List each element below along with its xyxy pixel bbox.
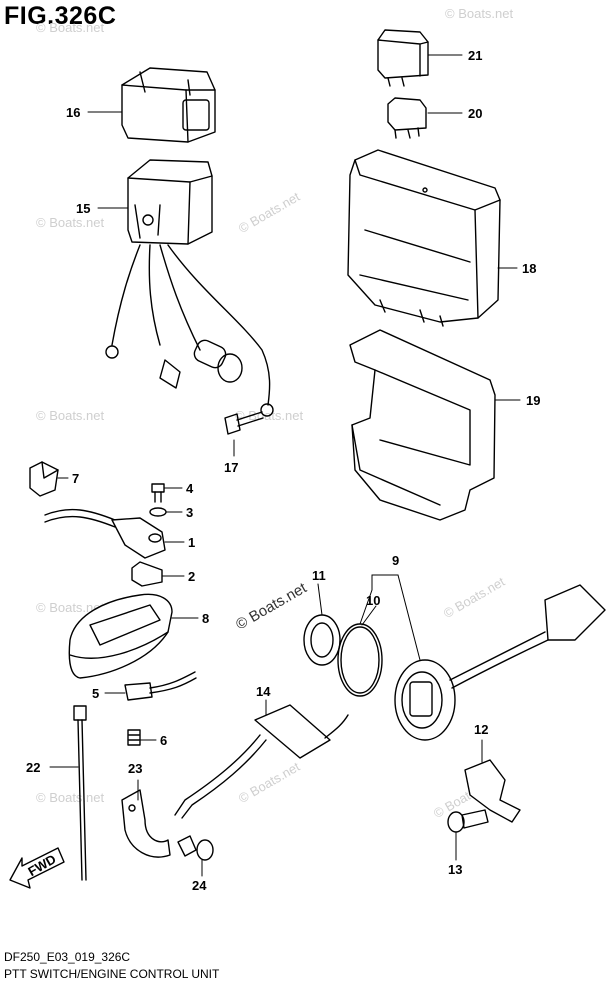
callout-20: 20	[468, 106, 482, 121]
part-15-module-harness	[105, 159, 274, 417]
part-21-relay	[377, 29, 429, 87]
part-7-clip	[29, 461, 59, 497]
callout-5: 5	[92, 686, 99, 701]
callout-7: 7	[72, 471, 79, 486]
part-19-holder	[349, 329, 496, 521]
callout-6: 6	[160, 733, 167, 748]
part-17-bolt	[224, 411, 264, 435]
callout-12: 12	[474, 722, 488, 737]
callout-21: 21	[468, 48, 482, 63]
callout-15: 15	[76, 201, 90, 216]
part-3-washer	[149, 507, 167, 517]
callout-23: 23	[128, 761, 142, 776]
callout-16: 16	[66, 105, 80, 120]
callout-17: 17	[224, 460, 238, 475]
part-9-ptt-switch	[394, 584, 606, 741]
part-4-screw	[151, 483, 165, 503]
callout-3: 3	[186, 505, 193, 520]
callout-13: 13	[448, 862, 462, 877]
part-6-screw	[127, 729, 141, 746]
callout-1: 1	[188, 535, 195, 550]
callout-11: 11	[312, 568, 326, 583]
callout-2: 2	[188, 569, 195, 584]
part-13-screw	[447, 809, 489, 833]
callout-22: 22	[26, 760, 40, 775]
fwd-arrow	[9, 847, 65, 889]
part-5-switch	[124, 671, 197, 701]
part-14-harness	[174, 704, 349, 819]
callout-18: 18	[522, 261, 536, 276]
figure-description: PTT SWITCH/ENGINE CONTROL UNIT	[4, 967, 220, 981]
callout-24: 24	[192, 878, 207, 893]
callout-19: 19	[526, 393, 540, 408]
leader-lines	[49, 54, 521, 877]
figure-title: FIG.326C	[4, 2, 117, 30]
part-1-sensor	[44, 508, 166, 559]
callout-4: 4	[186, 481, 194, 496]
callout-labels: 16 15 21 20 18 19 17 7 4 3 1 2 8 5 6 22 …	[25, 48, 540, 893]
part-22-tie	[73, 705, 87, 881]
part-20-relay	[387, 97, 427, 139]
part-8-housing	[68, 593, 173, 679]
part-12-clamp	[464, 759, 521, 823]
part-23-clamp	[121, 789, 171, 858]
part-16-cover	[121, 67, 216, 143]
part-24-screw	[177, 835, 214, 861]
callout-10: 10	[366, 593, 380, 608]
callout-9: 9	[392, 553, 399, 568]
part-18-ecu	[347, 149, 501, 327]
figure-code: DF250_E03_019_326C	[4, 950, 131, 964]
part-10-oring	[337, 623, 383, 697]
callout-14: 14	[256, 684, 271, 699]
callout-8: 8	[202, 611, 209, 626]
part-2-magnet	[131, 561, 163, 587]
part-11-nut	[303, 614, 341, 666]
